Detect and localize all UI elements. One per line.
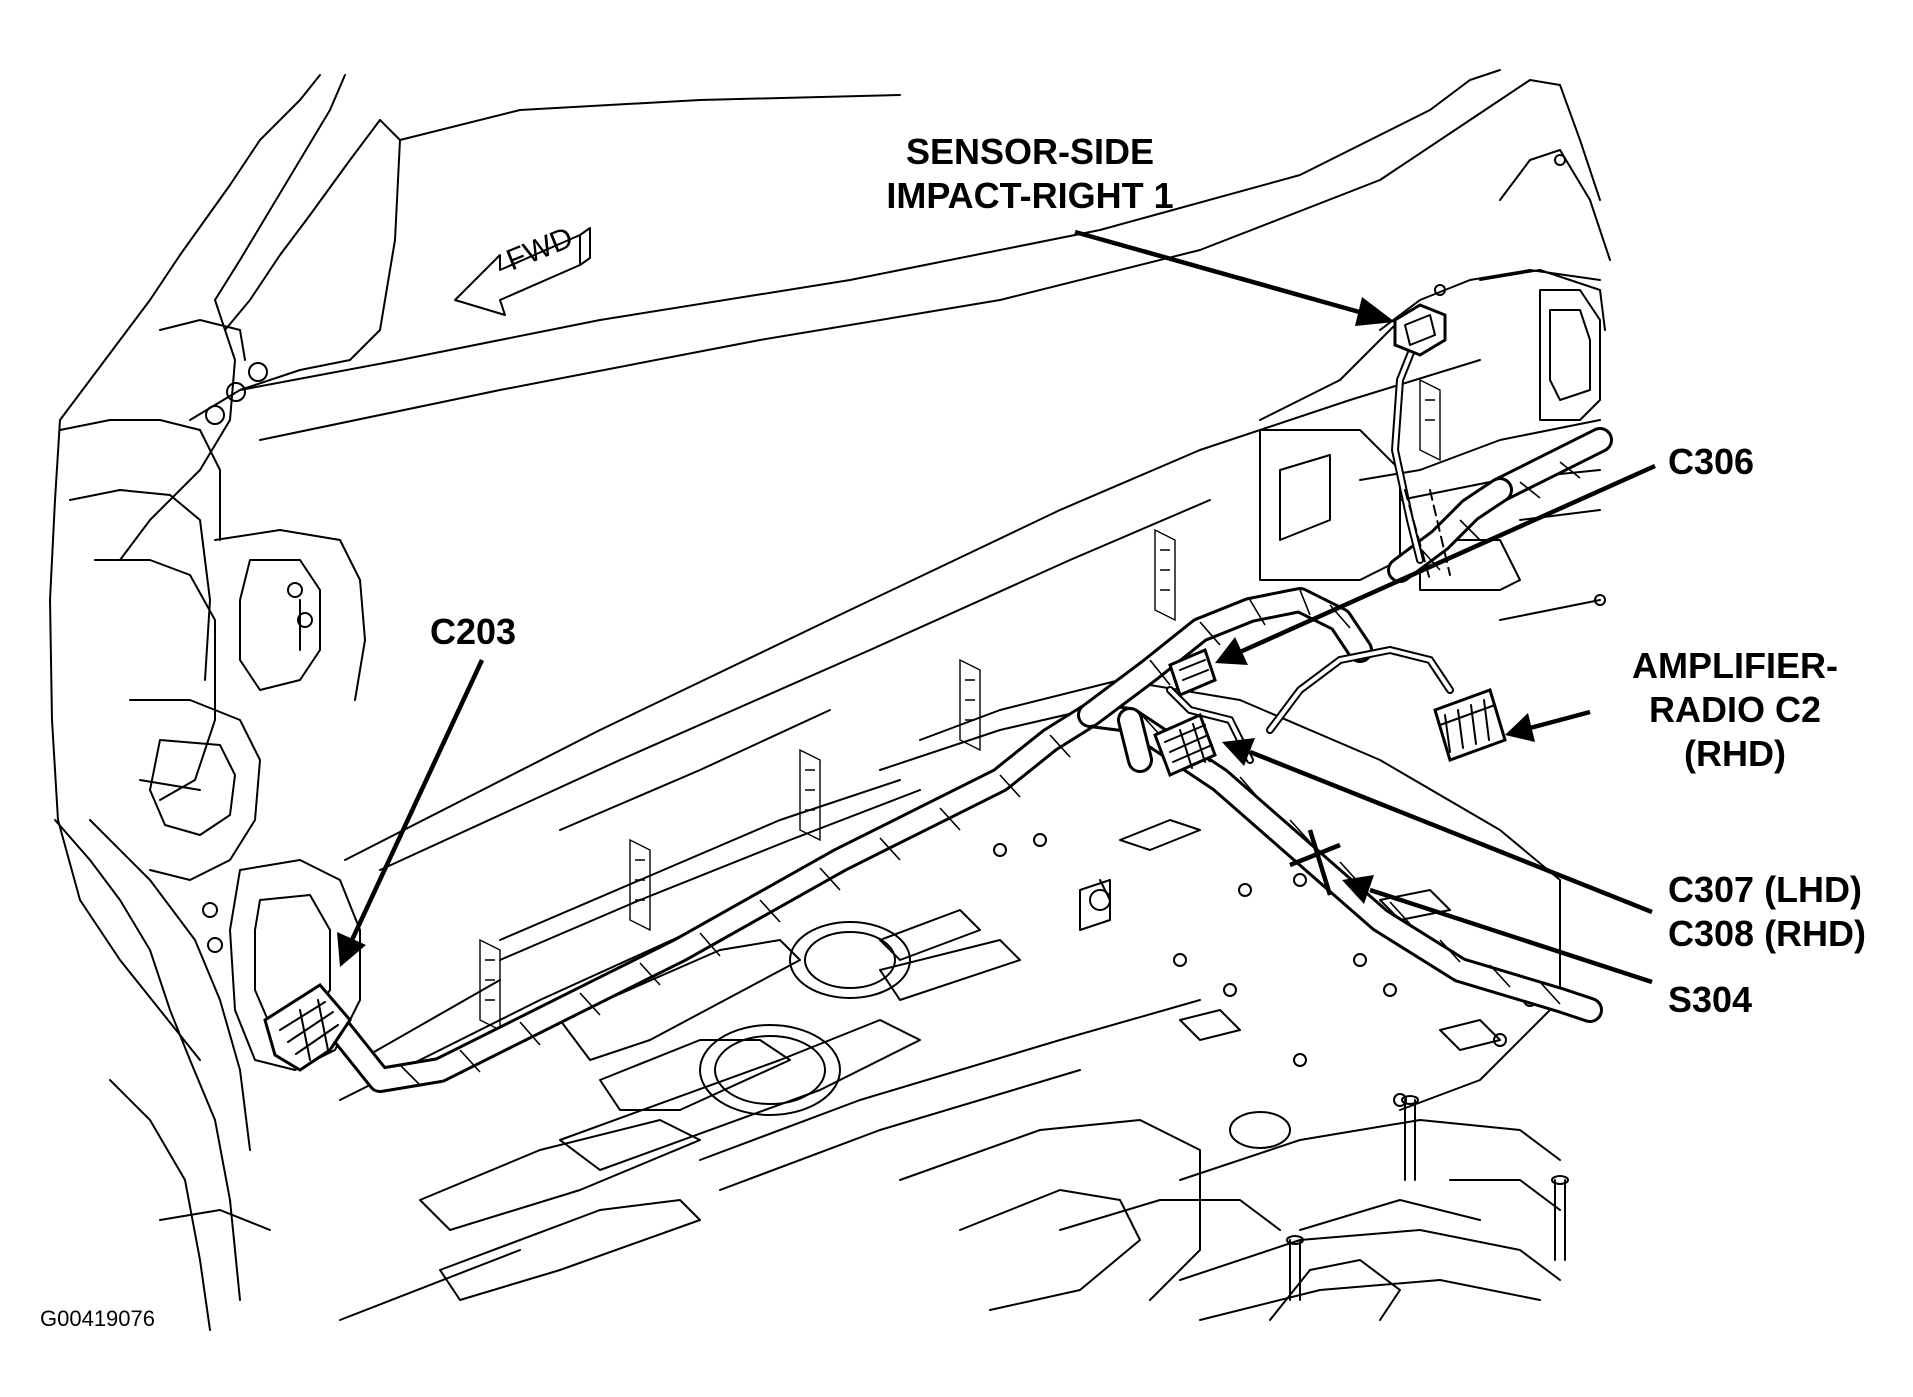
label-sensor-line1: SENSOR-SIDE — [905, 131, 1155, 172]
fwd-arrow-icon — [454, 227, 591, 316]
label-c306: C306 — [1668, 441, 1755, 482]
connector-c203 — [263, 983, 352, 1072]
label-sensor-side-impact: SENSOR-SIDE IMPACT-RIGHT 1 — [880, 130, 1180, 218]
figure-id: G00419076 — [40, 1306, 155, 1331]
label-c308: C308 (RHD) — [1668, 913, 1867, 954]
connector-c306 — [1168, 647, 1217, 698]
label-sensor-line2: IMPACT-RIGHT 1 — [886, 175, 1174, 216]
label-c203: C203 — [430, 611, 517, 652]
label-s304: S304 — [1668, 979, 1753, 1020]
floor-pan — [339, 679, 1569, 1321]
label-c307: C307 (LHD) — [1668, 869, 1863, 910]
wiring-harness — [327, 326, 1613, 1093]
label-amp-line2: RADIO C2 — [1648, 689, 1822, 730]
s304-splice-mark — [1289, 842, 1341, 868]
label-amplifier-radio-c2: AMPLIFIER- RADIO C2 (RHD) — [1600, 644, 1870, 776]
connector-amplifier-radio-c2 — [1433, 688, 1507, 762]
label-c307-c308: C307 (LHD) C308 (RHD) — [1668, 868, 1866, 956]
leader-lines — [337, 229, 1656, 985]
upper-body-panel — [239, 69, 1611, 871]
label-amp-line1: AMPLIFIER- — [1632, 645, 1838, 686]
seat-rails — [479, 378, 1441, 1032]
label-amp-line3: (RHD) — [1684, 733, 1786, 774]
left-pillar-structure — [49, 74, 401, 1331]
connector-c307-c308 — [1153, 712, 1217, 778]
connector-sensor-side-impact — [1393, 303, 1447, 357]
